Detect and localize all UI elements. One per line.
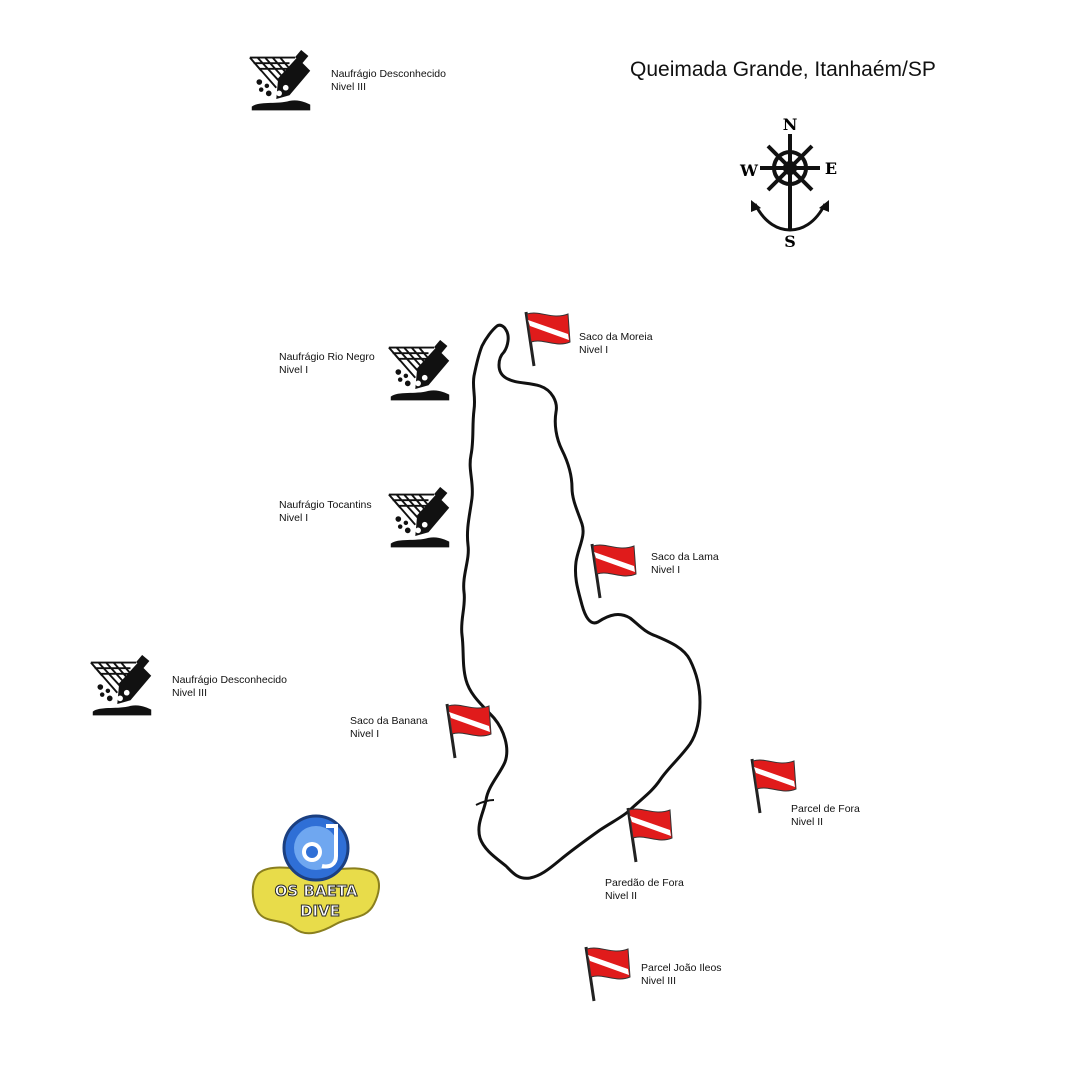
wreck-label: Naufrágio Rio Negro Nivel I	[279, 351, 375, 377]
wreck-label: Naufrágio Desconhecido Nivel III	[172, 674, 287, 700]
dive-site-name: Parcel de Fora	[791, 803, 860, 815]
wreck-name: Naufrágio Desconhecido	[172, 674, 287, 686]
shipwreck-icon[interactable]	[89, 655, 155, 721]
wreck-level: Nivel III	[331, 81, 367, 93]
dive-site-level: Nivel II	[791, 816, 824, 828]
compass-west-label: W	[739, 161, 759, 180]
dive-site-label: Saco da Banana Nivel I	[350, 715, 428, 741]
logo-line1: OS BAETA	[275, 882, 358, 900]
shipwreck-icon[interactable]	[248, 50, 314, 116]
dive-site-name: Parcel João Ileos	[641, 962, 722, 974]
dive-site-name: Saco da Lama	[651, 551, 719, 563]
dive-site-level: Nivel I	[651, 564, 681, 576]
dive-site-name: Saco da Banana	[350, 715, 428, 727]
compass-south-label: S	[784, 232, 796, 251]
dive-site-level: Nivel I	[579, 344, 609, 356]
compass-north-label: N	[783, 115, 798, 134]
compass-rose-icon: N W E S	[739, 115, 837, 251]
dive-flag-icon[interactable]	[588, 540, 638, 600]
logo-line2: DIVE	[300, 902, 340, 920]
shipwreck-icon[interactable]	[387, 340, 453, 406]
wreck-label: Naufrágio Desconhecido Nivel III	[331, 68, 446, 94]
dive-site-name: Saco da Moreia	[579, 331, 653, 343]
dive-site-level: Nivel I	[350, 728, 380, 740]
dive-site-label: Saco da Lama Nivel I	[651, 551, 719, 577]
dive-site-level: Nivel II	[605, 890, 638, 902]
wreck-level: Nivel III	[172, 687, 208, 699]
dive-site-label: Parcel João Ileos Nivel III	[641, 962, 722, 988]
compass-east-label: E	[825, 159, 837, 178]
dive-flag-icon[interactable]	[624, 804, 674, 864]
wreck-level: Nivel I	[279, 512, 309, 524]
wreck-name: Naufrágio Tocantins	[279, 499, 372, 511]
baeta-dive-logo: OS BAETA DIVE	[251, 814, 380, 935]
wreck-name: Naufrágio Desconhecido	[331, 68, 446, 80]
dive-site-level: Nivel III	[641, 975, 677, 987]
dive-site-label: Parcel de Fora Nivel II	[791, 803, 860, 829]
dive-site-label: Saco da Moreia Nivel I	[579, 331, 653, 357]
dive-site-label: Paredão de Fora Nivel II	[605, 877, 684, 903]
map-title: Queimada Grande, Itanhaém/SP	[630, 58, 936, 81]
dive-flag-icon[interactable]	[522, 308, 572, 368]
dive-site-name: Paredão de Fora	[605, 877, 684, 889]
wreck-level: Nivel I	[279, 364, 309, 376]
shipwreck-icon[interactable]	[387, 487, 453, 553]
wreck-name: Naufrágio Rio Negro	[279, 351, 375, 363]
wreck-label: Naufrágio Tocantins Nivel I	[279, 499, 372, 525]
dive-flag-icon[interactable]	[582, 943, 632, 1003]
dive-flag-icon[interactable]	[443, 700, 493, 760]
